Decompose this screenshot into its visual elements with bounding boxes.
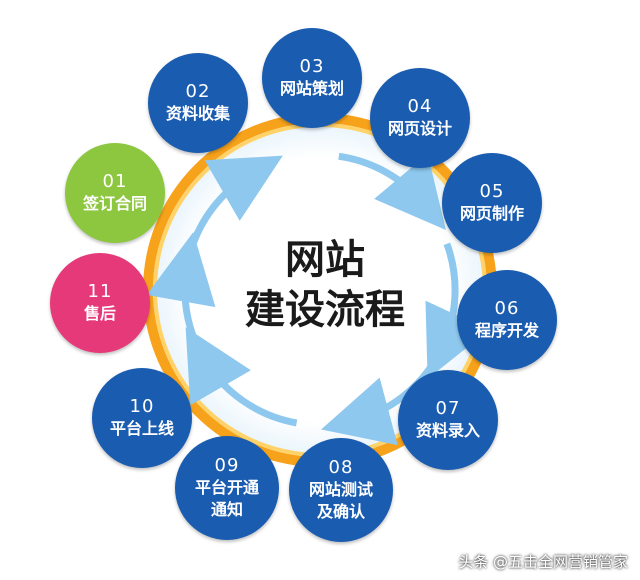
cycle-arrows [146, 152, 489, 446]
step-10: 10 平台上线 [92, 368, 192, 468]
step-number: 04 [407, 96, 433, 117]
cycle-arrow-6 [146, 232, 216, 338]
step-number: 05 [479, 181, 505, 202]
step-label: 平台开通 [194, 478, 259, 497]
step-number: 08 [328, 457, 354, 478]
watermark: 头条 @五击全网营销管家 [458, 553, 628, 571]
step-04: 04 网页设计 [370, 68, 470, 168]
step-label: 及确认 [316, 502, 365, 521]
step-number: 01 [102, 171, 128, 192]
step-number: 09 [214, 455, 240, 476]
cycle-arrow-5 [185, 327, 298, 427]
step-02: 02 资料收集 [148, 53, 248, 153]
title-line-1: 网站 [285, 237, 365, 283]
step-06: 06 程序开发 [457, 270, 557, 370]
step-label: 网站测试 [308, 480, 373, 499]
step-label: 签订合同 [82, 194, 147, 213]
step-number: 02 [185, 81, 211, 102]
diagram-title: 网站 建设流程 [190, 235, 460, 335]
step-03: 03 网站策划 [262, 28, 362, 128]
step-number: 11 [87, 281, 113, 302]
step-08: 08 网站测试及确认 [289, 438, 393, 542]
step-label: 程序开发 [474, 321, 539, 340]
step-label: 网站策划 [279, 79, 344, 98]
step-05: 05 网页制作 [442, 153, 542, 253]
step-label: 通知 [210, 500, 243, 519]
title-line-2: 建设流程 [245, 287, 405, 333]
step-label: 网页设计 [387, 119, 452, 138]
step-label: 资料录入 [415, 421, 480, 440]
step-01: 01 签订合同 [65, 143, 165, 243]
step-label: 平台上线 [109, 419, 174, 438]
step-09: 09 平台开通通知 [175, 436, 279, 540]
step-label: 网页制作 [459, 204, 524, 223]
step-11: 11 售后 [50, 253, 150, 353]
step-number: 07 [435, 398, 461, 419]
cycle-arrow-3 [425, 242, 489, 379]
step-number: 06 [494, 298, 520, 319]
step-number: 10 [129, 396, 155, 417]
step-07: 07 资料录入 [398, 370, 498, 470]
step-number: 03 [299, 56, 325, 77]
cycle-arrow-2 [338, 152, 446, 231]
step-label: 资料收集 [165, 104, 230, 123]
step-label: 售后 [83, 304, 116, 323]
